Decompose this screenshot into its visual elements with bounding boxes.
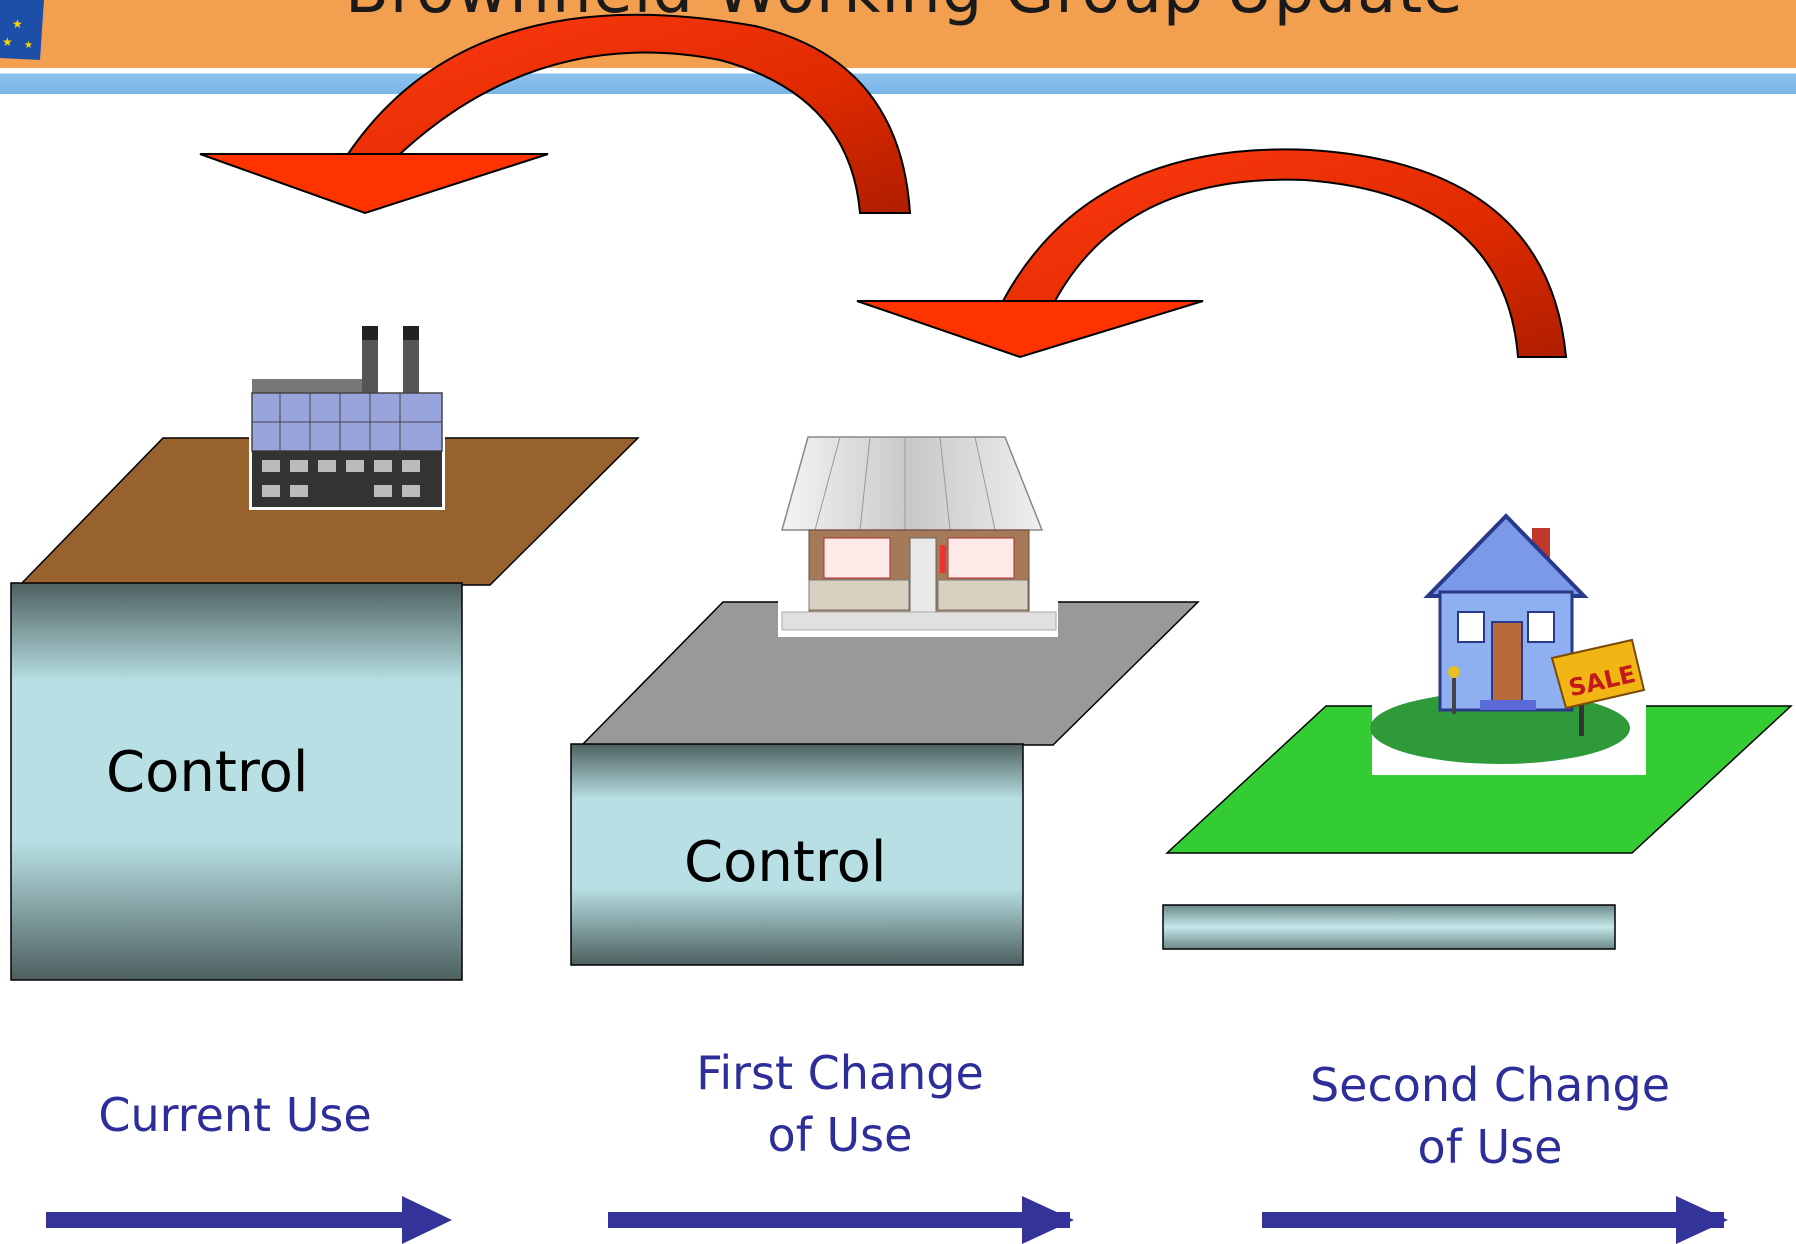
eu-flag-logo: ★ ★ ★	[0, 0, 44, 60]
stage-label-line: Second Change	[1309, 1058, 1671, 1112]
stage-label-line: Current Use	[98, 1088, 372, 1142]
house-for-sale-icon: SALE	[1370, 505, 1646, 775]
control-box-1	[10, 582, 463, 981]
svg-text:★: ★	[2, 35, 13, 49]
stage-arrow-1	[46, 1196, 452, 1244]
stage-label-line: First Change	[696, 1046, 984, 1100]
page-title: Brownfield Working Group Update	[345, 0, 1796, 28]
header-bar: Brownfield Working Group Update ★ ★ ★	[0, 0, 1796, 68]
svg-text:★: ★	[12, 17, 23, 31]
svg-text:★: ★	[24, 40, 33, 51]
stage-label-first-change: First Change of Use	[640, 1042, 1040, 1166]
control-label-2: Control	[684, 830, 887, 895]
barber-shop-icon	[778, 436, 1058, 637]
stage-label-second-change: Second Change of Use	[1280, 1054, 1700, 1178]
stage-label-line: of Use	[767, 1108, 913, 1162]
stage-label-current-use: Current Use	[60, 1084, 410, 1146]
control-box-2	[570, 743, 1024, 966]
header-stripe	[0, 68, 1796, 94]
control-label-1: Control	[106, 740, 309, 805]
control-slab-3	[1162, 904, 1616, 950]
stage-label-line: of Use	[1417, 1120, 1563, 1174]
curved-arrow-2	[856, 148, 1568, 359]
curved-arrow-1	[199, 13, 912, 215]
stage-arrow-3	[1262, 1196, 1728, 1244]
factory-icon	[249, 326, 445, 510]
stage-arrow-2	[608, 1196, 1074, 1244]
